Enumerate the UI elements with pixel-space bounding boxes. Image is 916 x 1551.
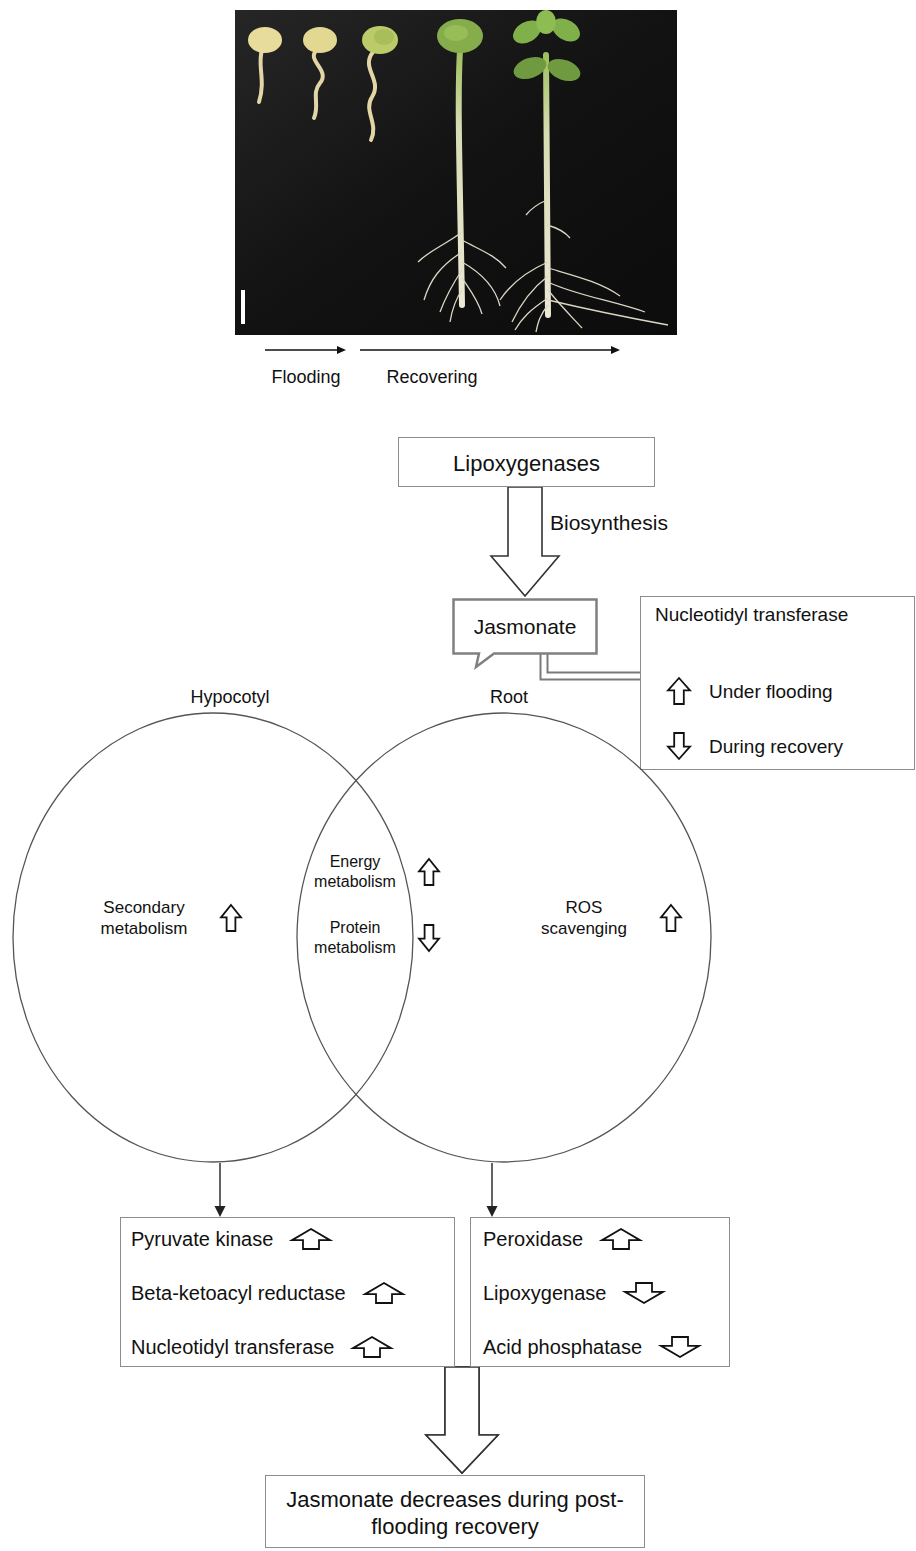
protein-name: Lipoxygenase <box>483 1281 606 1305</box>
circle-outline <box>13 713 413 1162</box>
condition-text: During recovery <box>709 735 843 758</box>
conclusion-text: Jasmonate decreases during post-flooding… <box>285 1486 625 1540</box>
connector-outer <box>544 654 640 676</box>
enzyme-box: Lipoxygenases <box>398 437 655 487</box>
down-arrow-symbol <box>667 732 691 760</box>
hormone-name: Jasmonate <box>474 614 577 640</box>
process-text-row: Energy metabolism <box>312 852 440 892</box>
up-arrow-symbol-outline <box>668 678 690 704</box>
up-arrow-symbol <box>291 1228 331 1250</box>
protein-name-row: Pyruvate kinase <box>131 1227 331 1251</box>
scale-bar <box>241 290 245 324</box>
connector-line <box>219 1163 220 1207</box>
connector <box>426 1367 498 1473</box>
up-arrow-symbol-outline <box>221 905 241 931</box>
process-text: Secondary metabolism <box>92 897 196 939</box>
process-text-row: ROS scavenging <box>532 897 682 939</box>
hormone-callout-content: Jasmonate <box>452 598 598 655</box>
condition-text-row: During recovery <box>667 732 843 760</box>
enzyme-name: Lipoxygenases <box>453 450 600 477</box>
seedling-5 <box>500 10 668 332</box>
protein-name-row: Peroxidase <box>483 1227 641 1251</box>
enzyme-box-content: Lipoxygenases <box>399 438 654 488</box>
seedling-4 <box>418 19 506 322</box>
arrow-head <box>215 1206 226 1217</box>
circle-title: Hypocotyl <box>190 686 269 708</box>
circle-title: Root <box>490 686 528 708</box>
arrow-head <box>487 1206 498 1217</box>
down-arrow-symbol-outline <box>625 1283 663 1303</box>
protein-list-box: Pyruvate kinaseBeta-ketoacyl reductaseNu… <box>120 1217 455 1367</box>
connector-inner <box>544 654 640 676</box>
protein-name: Pyruvate kinase <box>131 1227 273 1251</box>
up-arrow-symbol <box>660 904 682 932</box>
protein-name: Acid phosphatase <box>483 1335 642 1359</box>
up-arrow-symbol-outline <box>602 1229 640 1249</box>
connector <box>544 654 640 676</box>
stage-label-row: Recovering <box>386 366 477 388</box>
seedling-2 <box>303 27 337 118</box>
process-text: Protein metabolism <box>312 918 398 958</box>
photo-ground <box>235 10 677 335</box>
stage-label: Recovering <box>386 366 477 388</box>
hollow-arrow <box>426 1367 498 1473</box>
up-arrow-symbol-outline <box>292 1229 330 1249</box>
protein-name-row: Nucleotidyl transferase <box>131 1335 392 1359</box>
conclusion-box-content: Jasmonate decreases during post-flooding… <box>266 1476 644 1549</box>
seedling-3 <box>362 26 398 140</box>
connector-line <box>491 1163 492 1207</box>
protein-name-row: Acid phosphatase <box>483 1335 700 1359</box>
process-text-row: Protein metabolism <box>312 918 440 958</box>
up-arrow-symbol <box>601 1228 641 1250</box>
up-arrow-symbol <box>667 677 691 705</box>
up-arrow-symbol-outline <box>661 905 681 931</box>
note-box: Nucleotidyl transferaseUnder floodingDur… <box>640 596 915 770</box>
protein-name-row: Beta-ketoacyl reductase <box>131 1281 404 1305</box>
stage-label: Flooding <box>271 366 340 388</box>
conclusion-box: Jasmonate decreases during post-flooding… <box>265 1475 645 1548</box>
protein-name: Nucleotidyl transferase <box>131 1335 334 1359</box>
down-arrow-symbol-outline <box>668 733 690 759</box>
process-text: ROS scavenging <box>532 897 636 939</box>
stage-label-row: Flooding <box>271 366 340 388</box>
circle-outline <box>297 713 711 1162</box>
seedling-photo <box>235 10 677 335</box>
down-arrow-symbol <box>624 1282 664 1304</box>
connector <box>487 1163 498 1217</box>
hollow-arrow <box>426 1367 498 1473</box>
circle-title-row: Root <box>490 686 528 708</box>
connector <box>426 1367 498 1473</box>
down-arrow-symbol <box>660 1336 700 1358</box>
timeline-arrows <box>265 346 620 354</box>
connector <box>215 1163 226 1217</box>
up-arrow-symbol <box>352 1336 392 1358</box>
condition-text: Under flooding <box>709 680 833 703</box>
process-text: Energy metabolism <box>312 852 398 892</box>
up-arrow-symbol <box>220 904 242 932</box>
down-arrow-symbol-outline <box>661 1337 699 1357</box>
up-arrow-symbol-outline <box>365 1283 403 1303</box>
protein-list-box: PeroxidaseLipoxygenaseAcid phosphatase <box>470 1217 730 1367</box>
hormone-callout: Jasmonate <box>452 598 598 655</box>
down-arrow-symbol-outline <box>419 925 439 951</box>
connector <box>491 487 559 596</box>
callout-outline <box>454 600 597 668</box>
protein-name: Nucleotidyl transferase <box>655 603 848 626</box>
hollow-arrow <box>491 487 559 596</box>
seedling-1 <box>248 27 282 102</box>
process-text-row: Secondary metabolism <box>92 897 242 939</box>
protein-name-row: Nucleotidyl transferase <box>655 603 848 626</box>
protein-name-row: Lipoxygenase <box>483 1281 664 1305</box>
up-arrow-symbol-outline <box>353 1337 391 1357</box>
up-arrow-symbol <box>364 1282 404 1304</box>
edge-label: Biosynthesis <box>548 510 670 536</box>
down-arrow-symbol <box>418 924 440 952</box>
protein-name: Peroxidase <box>483 1227 583 1251</box>
circle-title-row: Hypocotyl <box>190 686 269 708</box>
condition-text-row: Under flooding <box>667 677 833 705</box>
protein-name: Beta-ketoacyl reductase <box>131 1281 346 1305</box>
up-arrow-symbol-outline <box>419 859 439 885</box>
up-arrow-symbol <box>418 858 440 886</box>
